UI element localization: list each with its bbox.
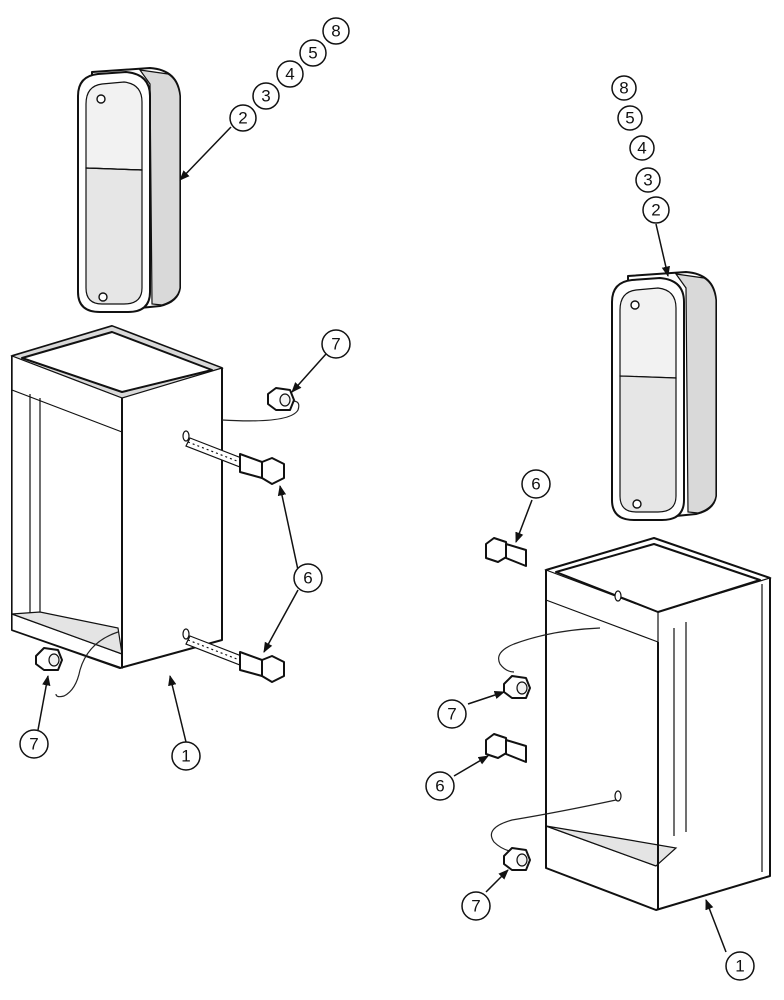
callout-left-lamp-5: 5 [299, 39, 327, 67]
hex-bolt-icon [485, 537, 527, 567]
arrowhead-icon [277, 484, 299, 571]
svg-text:3: 3 [643, 171, 652, 190]
arrowhead-icon [467, 691, 505, 705]
callout-right-lamp-5: 5 [617, 105, 643, 131]
svg-text:7: 7 [471, 897, 480, 916]
mounting-bracket-icon [490, 537, 772, 911]
callout-right-lamp-8: 8 [611, 75, 637, 101]
leader-lines [37, 126, 727, 953]
lamp-assembly-icon [611, 271, 717, 521]
svg-text:2: 2 [238, 109, 247, 128]
arrowhead-icon [291, 353, 327, 393]
callout-left-lamp-8: 8 [322, 17, 350, 45]
left-assembly [10, 67, 300, 698]
callout-right-bolt-bottom: 6 [425, 771, 455, 801]
hex-nut-icon [267, 387, 295, 411]
hex-nut-icon [503, 675, 531, 699]
svg-text:7: 7 [331, 335, 340, 354]
svg-text:4: 4 [285, 65, 294, 84]
svg-text:5: 5 [625, 109, 634, 128]
callout-left-bolts: 6 [293, 563, 323, 593]
arrowhead-icon [485, 869, 509, 893]
svg-text:8: 8 [331, 22, 340, 41]
callout-left-lamp-4: 4 [276, 60, 304, 88]
lamp-assembly-icon [77, 67, 181, 313]
svg-text:6: 6 [435, 777, 444, 796]
svg-text:5: 5 [308, 44, 317, 63]
svg-text:1: 1 [735, 957, 744, 976]
arrowhead-icon [168, 674, 187, 743]
hex-nut-icon [503, 847, 531, 871]
arrowhead-icon [37, 674, 51, 731]
callout-right-bracket: 1 [725, 951, 755, 981]
svg-text:3: 3 [261, 87, 270, 106]
callout-right-bolt-top: 6 [521, 469, 551, 499]
arrowhead-icon [179, 126, 232, 181]
svg-text:4: 4 [637, 139, 646, 158]
arrowhead-icon [655, 223, 670, 278]
arrowhead-icon [515, 499, 533, 543]
hex-bolt-icon [185, 635, 285, 683]
hex-nut-icon [35, 647, 63, 671]
callout-left-nut-top: 7 [321, 329, 351, 359]
arrowhead-icon [705, 899, 727, 953]
callout-right-lamp-4: 4 [629, 135, 655, 161]
mounting-bracket-icon [10, 325, 300, 698]
arrowhead-icon [263, 589, 299, 653]
svg-text:7: 7 [447, 705, 456, 724]
svg-text:6: 6 [531, 475, 540, 494]
hex-bolt-icon [485, 733, 527, 763]
svg-text:2: 2 [651, 201, 660, 220]
callout-right-lamp-2: 2 [642, 196, 670, 224]
right-assembly [485, 271, 772, 911]
callout-right-nut-top: 7 [437, 699, 467, 729]
svg-text:7: 7 [29, 735, 38, 754]
arrowhead-icon [453, 755, 489, 777]
svg-text:6: 6 [303, 569, 312, 588]
callout-right-nut-bottom: 7 [461, 891, 491, 921]
callout-right-lamp-3: 3 [635, 167, 661, 193]
hex-bolt-icon [185, 437, 285, 485]
svg-text:8: 8 [619, 79, 628, 98]
callout-left-lamp-2: 2 [229, 104, 257, 132]
callout-left-bracket: 1 [171, 741, 201, 771]
callout-left-lamp-3: 3 [252, 82, 280, 110]
callout-left-nut-bottom: 7 [19, 729, 49, 759]
svg-text:1: 1 [181, 747, 190, 766]
